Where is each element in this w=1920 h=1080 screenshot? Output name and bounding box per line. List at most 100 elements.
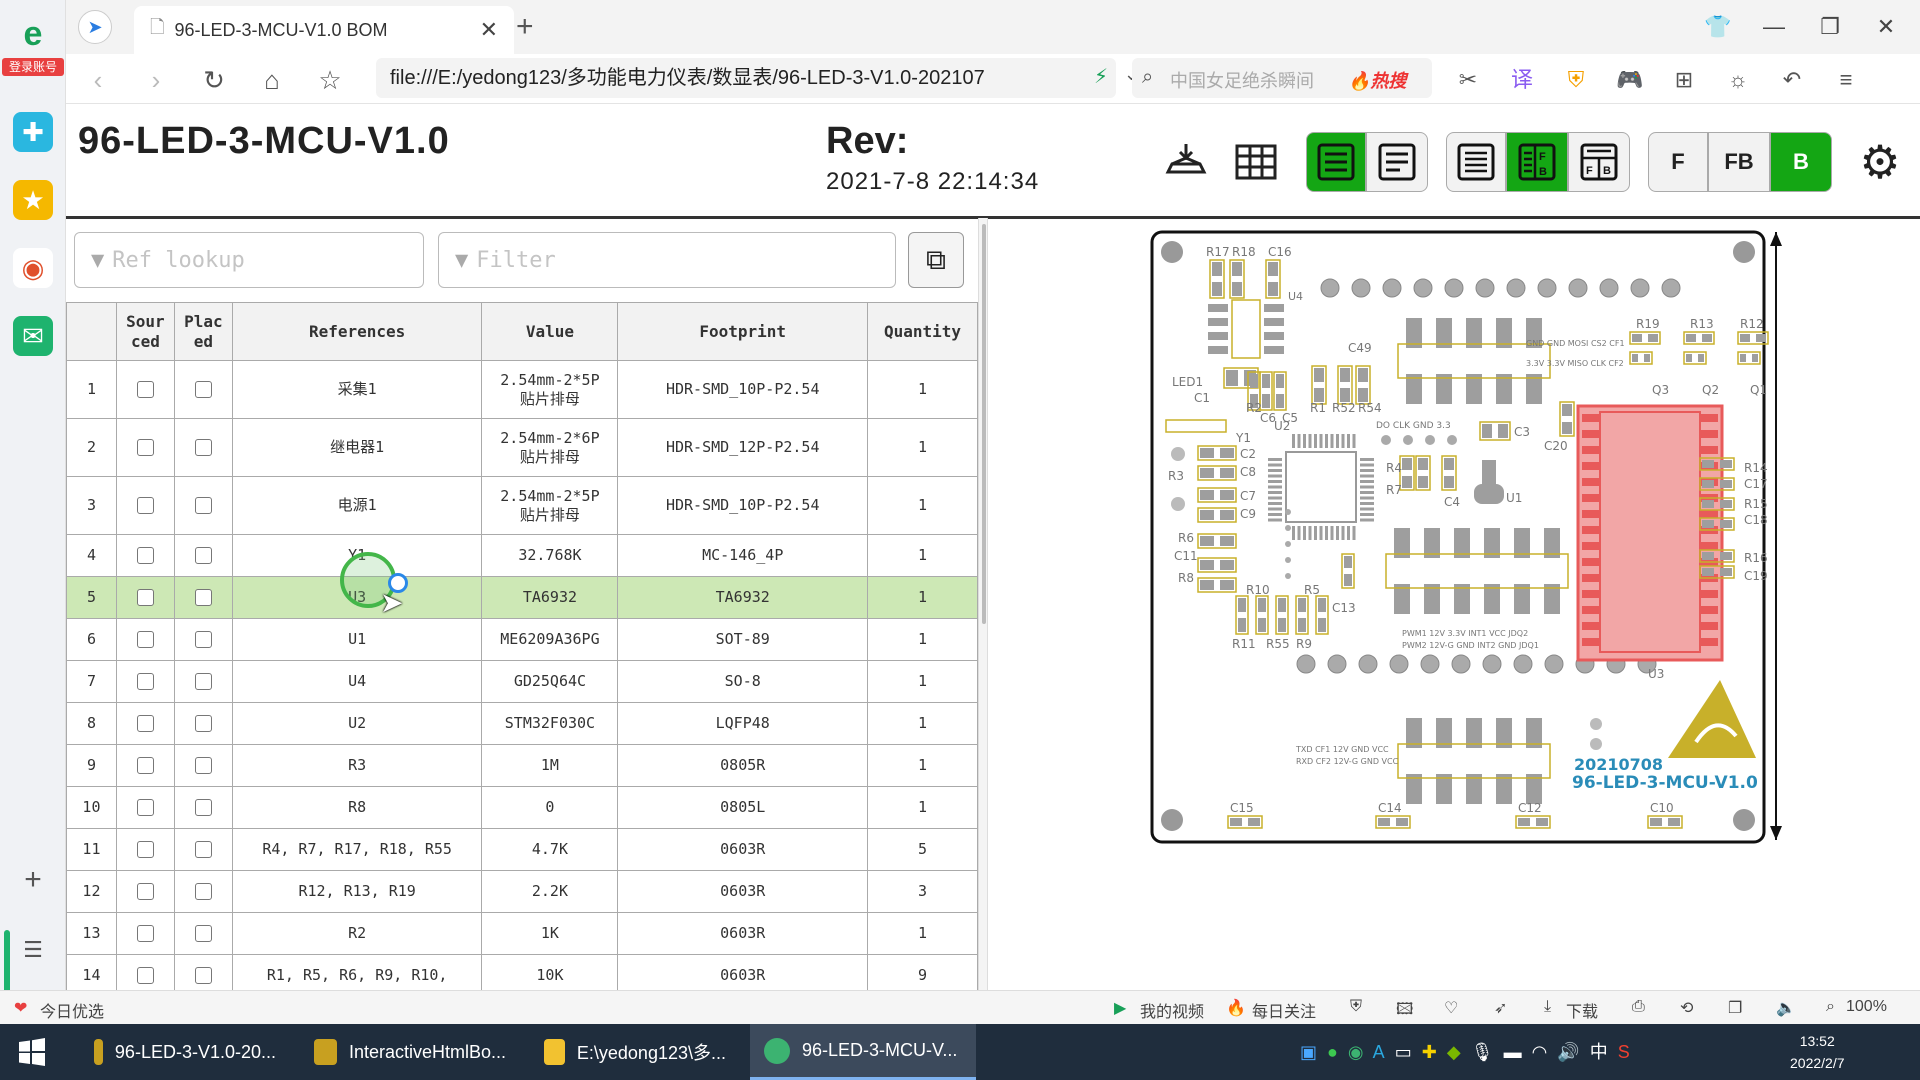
weibo-icon[interactable]: ◉ (13, 248, 53, 288)
placed-checkbox[interactable] (194, 381, 212, 398)
placed-checkbox[interactable] (194, 883, 212, 900)
status-daily[interactable]: 每日关注 (1252, 1004, 1317, 1021)
filter-box[interactable]: ▼ (438, 232, 896, 288)
placed-checkbox[interactable] (194, 715, 212, 732)
favorites-star-icon[interactable]: ★ (13, 180, 53, 220)
reload-icon[interactable]: ↻ (203, 65, 225, 95)
sourced-checkbox[interactable] (136, 589, 154, 606)
sourced-checkbox[interactable] (136, 547, 154, 564)
list-icon[interactable]: ☰ (23, 937, 43, 962)
tray-display-icon[interactable]: ▭ (1394, 1042, 1412, 1062)
placed-checkbox[interactable] (194, 631, 212, 648)
brightness-icon[interactable]: ☼ (1727, 67, 1749, 92)
url-field[interactable]: file:///E:/yedong123/多功能电力仪表/数显表/96-LED-… (376, 58, 1116, 98)
heart-outline-icon[interactable]: ♡ (1444, 1000, 1459, 1017)
sourced-checkbox[interactable] (136, 925, 154, 942)
placed-checkbox[interactable] (194, 799, 212, 816)
col-value[interactable]: Value (481, 302, 619, 361)
translate-icon[interactable]: 译 (1510, 67, 1533, 92)
game-icon[interactable]: 🎮 (1616, 67, 1644, 92)
browser-logo-icon[interactable]: e (23, 14, 43, 53)
copy-icon[interactable]: ⧉ (908, 232, 964, 288)
sogou-icon[interactable]: S (1617, 1042, 1630, 1062)
microphone-icon[interactable]: 🎙 (1470, 1042, 1494, 1062)
new-tab-icon[interactable]: + (516, 10, 534, 43)
status-today[interactable]: 今日优选 (40, 1004, 105, 1021)
tray-nvidia-icon[interactable]: ◆ (1446, 1042, 1461, 1062)
bookmark-star-icon[interactable]: ☆ (318, 65, 342, 95)
placed-checkbox[interactable] (194, 925, 212, 942)
col-references[interactable]: References (231, 302, 483, 361)
placed-checkbox[interactable] (194, 497, 212, 514)
placed-checkbox[interactable] (194, 439, 212, 456)
image-icon[interactable]: 🖾 (1396, 1001, 1414, 1018)
refresh-status-icon[interactable]: ⟲ (1680, 1000, 1694, 1017)
filter-input[interactable] (476, 247, 829, 273)
printer-icon[interactable]: ⎙ (1632, 998, 1645, 1015)
placed-checkbox[interactable] (194, 757, 212, 774)
placed-checkbox[interactable] (194, 841, 212, 858)
navigate-icon[interactable]: ➤ (78, 10, 112, 44)
sourced-checkbox[interactable] (136, 757, 154, 774)
menu-icon[interactable]: ≡ (1839, 67, 1853, 92)
mail-icon[interactable]: ✉ (13, 316, 53, 356)
speaker-icon[interactable]: 🔈 (1776, 1000, 1796, 1017)
grid-view-icon[interactable] (1226, 132, 1286, 192)
tray-app-icon[interactable]: ▣ (1300, 1042, 1318, 1062)
dark-mode-icon[interactable] (1156, 132, 1216, 192)
settings-gear-icon[interactable]: ⚙ (1859, 136, 1901, 188)
wechat-icon[interactable]: ● (1327, 1042, 1338, 1062)
ime-indicator[interactable]: 中 (1589, 1042, 1608, 1062)
sourced-checkbox[interactable] (136, 799, 154, 816)
placed-checkbox[interactable] (194, 589, 212, 606)
taskbar-item-2[interactable]: InteractiveHtmlBo... (300, 1024, 520, 1080)
tray-plus-icon[interactable]: ✚ (1421, 1042, 1437, 1062)
tab-bom[interactable]: 🗋 96-LED-3-MCU-V1.0 BOM ✕ (134, 6, 514, 54)
bom-table-container[interactable]: Sour ced Plac ed References Value Footpr… (66, 302, 978, 1002)
volume-icon[interactable]: 🔊 (1557, 1042, 1580, 1062)
col-sourced[interactable]: Sour ced (115, 302, 175, 361)
ref-lookup-input[interactable] (112, 247, 378, 273)
sourced-checkbox[interactable] (136, 967, 154, 984)
col-index[interactable] (66, 302, 117, 361)
tray-browser-icon[interactable]: ◉ (1347, 1042, 1364, 1062)
restore-icon[interactable]: ❐ (1820, 14, 1840, 39)
bom-view-2-button[interactable] (1366, 132, 1428, 192)
tray-a-icon[interactable]: A (1372, 1042, 1385, 1062)
bom-only-button[interactable] (1446, 132, 1506, 192)
shield-status-icon[interactable]: ⛨ (1350, 998, 1363, 1015)
minimize-icon[interactable]: — (1763, 14, 1785, 39)
placed-checkbox[interactable] (194, 967, 212, 984)
wifi-icon[interactable]: ◠ (1531, 1042, 1548, 1062)
layer-back-button[interactable]: B (1770, 132, 1832, 192)
sourced-checkbox[interactable] (136, 381, 154, 398)
close-tab-icon[interactable]: ✕ (479, 17, 498, 42)
sourced-checkbox[interactable] (136, 497, 154, 514)
placed-checkbox[interactable] (194, 673, 212, 690)
home-icon[interactable]: ⌂ (264, 65, 280, 95)
speed-icon[interactable]: ⚡ (1094, 66, 1109, 88)
taskbar-item-3[interactable]: E:\yedong123\多... (530, 1024, 740, 1080)
battery-icon[interactable]: ▬ (1503, 1042, 1522, 1062)
ref-lookup-box[interactable]: ▼ (74, 232, 424, 288)
bom-view-1-button[interactable] (1306, 132, 1366, 192)
layer-both-button[interactable]: FB (1708, 132, 1770, 192)
forward-icon[interactable]: › (151, 65, 161, 95)
sourced-checkbox[interactable] (136, 715, 154, 732)
sourced-checkbox[interactable] (136, 439, 154, 456)
window-icon[interactable]: ❐ (1728, 1000, 1743, 1017)
